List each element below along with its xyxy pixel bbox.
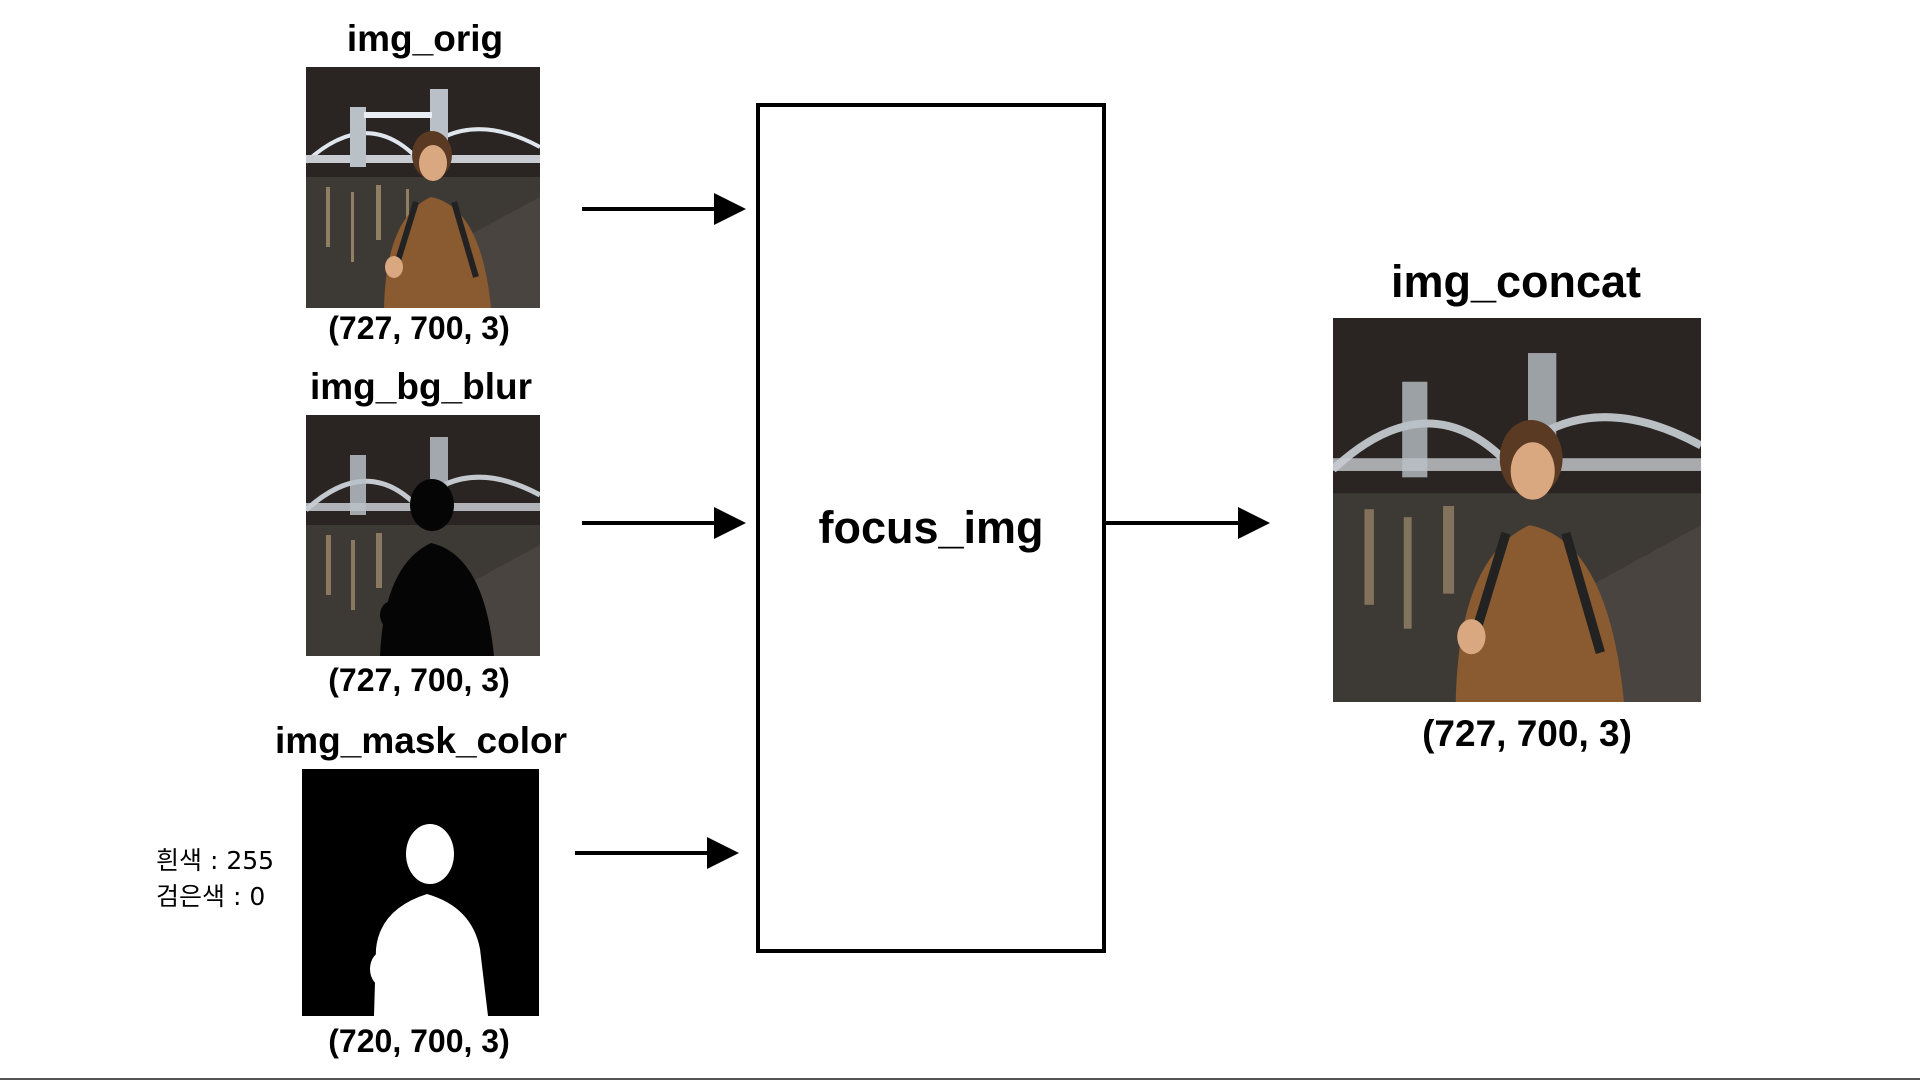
- img-concat-photo: [1333, 318, 1701, 702]
- img-concat-dims: (727, 700, 3): [1422, 713, 1632, 754]
- bottom-border: [0, 1078, 1920, 1080]
- legend-white-value: 흰색 : 255: [156, 846, 275, 875]
- img-bg-blur-title: img_bg_blur: [309, 366, 533, 407]
- focus-img-process-box: focus_img: [756, 103, 1106, 953]
- img-orig-photo: [306, 67, 540, 308]
- img-concat-title: img_concat: [1390, 256, 1642, 307]
- mask-value-legend: 흰색 : 255 검은색 : 0: [156, 843, 274, 915]
- img-mask-color-photo: [302, 769, 539, 1016]
- img-bg-blur-dims: (727, 700, 3): [328, 662, 510, 698]
- img-orig-title: img_orig: [346, 18, 504, 59]
- img-bg-blur-photo: [306, 415, 540, 656]
- img-mask-color-title: img_mask_color: [274, 720, 568, 761]
- legend-black-value: 검은색 : 0: [156, 882, 266, 911]
- img-orig-dims: (727, 700, 3): [328, 310, 510, 346]
- focus-img-label: focus_img: [818, 502, 1044, 553]
- img-mask-color-dims: (720, 700, 3): [328, 1023, 510, 1059]
